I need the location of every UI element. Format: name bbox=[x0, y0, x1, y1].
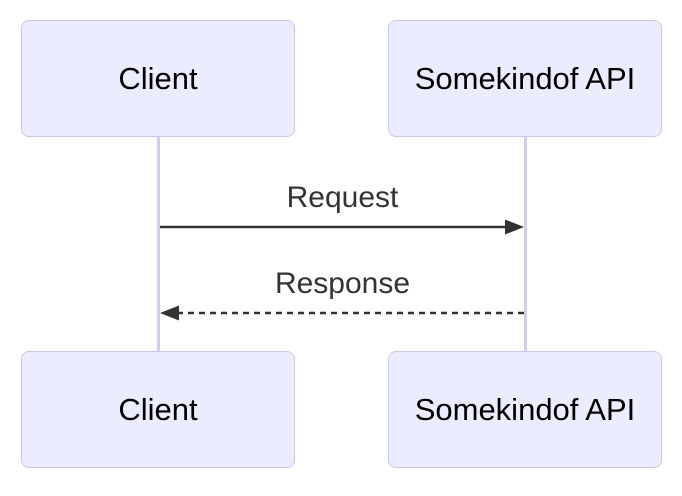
actor-client-label: Client bbox=[118, 60, 198, 96]
message-label-response: Response bbox=[274, 267, 411, 300]
message-label-request: Request bbox=[286, 181, 399, 214]
actor-client-top: Client bbox=[21, 20, 295, 137]
actor-client-bottom: Client bbox=[21, 351, 295, 468]
actor-api-label: Somekindof API bbox=[414, 391, 636, 427]
lifeline-client bbox=[157, 136, 160, 352]
actor-api-top: Somekindof API bbox=[388, 20, 662, 137]
lifeline-api bbox=[524, 136, 527, 352]
actor-api-label: Somekindof API bbox=[414, 60, 636, 96]
actor-client-label: Client bbox=[118, 391, 198, 427]
actor-api-bottom: Somekindof API bbox=[388, 351, 662, 468]
request-arrowhead bbox=[505, 219, 524, 235]
response-arrowhead bbox=[160, 305, 179, 321]
